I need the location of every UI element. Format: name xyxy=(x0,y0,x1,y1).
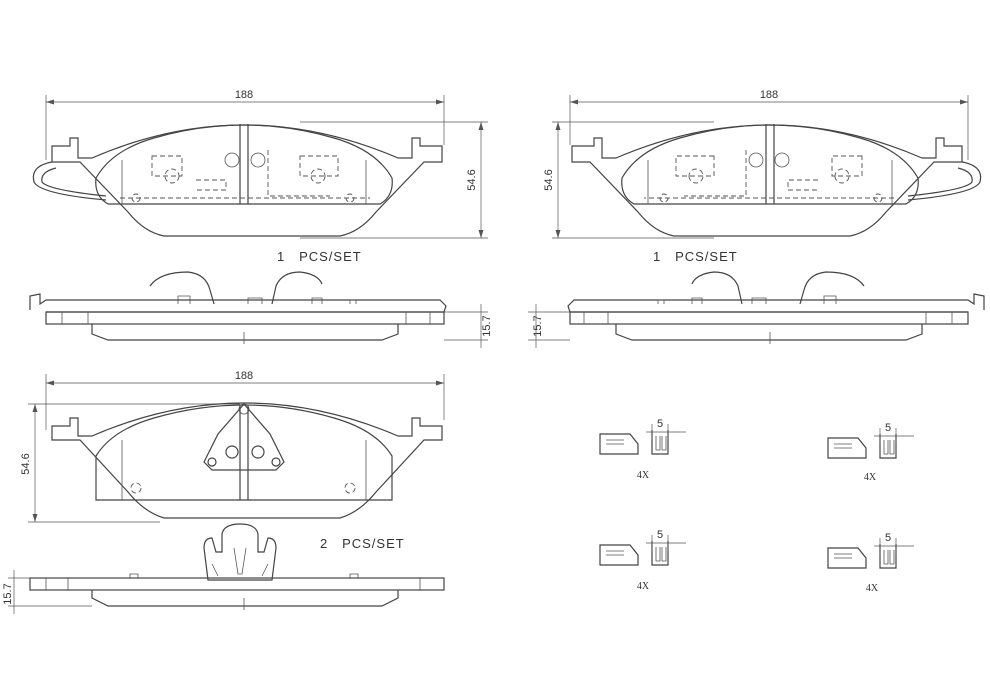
pad-c-front-view: 188 54.6 xyxy=(20,370,445,523)
pad-c-height-dimension: 54.6 xyxy=(20,453,32,474)
clip-3-count: 4X xyxy=(637,581,650,592)
pad-b-quantity: 1 PCS/SET xyxy=(653,249,738,264)
clip-2-count: 4X xyxy=(864,472,877,483)
pad-c-thickness-dimension: 15.7 xyxy=(2,583,14,604)
clip-1-gap-dimension: 5 xyxy=(657,418,663,430)
pad-a-height-dimension: 54.6 xyxy=(466,169,478,190)
clip-4-gap-dimension: 5 xyxy=(885,532,891,544)
clip-3 xyxy=(599,535,686,566)
clip-4-count: 4X xyxy=(866,583,879,594)
pad-c-quantity: 2 PCS/SET xyxy=(320,536,405,551)
pad-a-thickness-dimension: 15.7 xyxy=(481,315,493,336)
pad-c-width-dimension: 188 xyxy=(235,370,253,382)
pad-b-front-view xyxy=(552,95,982,239)
clip-2-gap-dimension: 5 xyxy=(885,422,891,434)
pad-c-side-view: 15.7 xyxy=(2,570,445,614)
pad-b-width-dimension: 188 xyxy=(760,89,778,101)
clip-4 xyxy=(827,538,914,569)
clip-3-gap-dimension: 5 xyxy=(657,529,663,541)
clip-1 xyxy=(599,424,686,455)
pad-a-front-view: 188 54.6 xyxy=(32,89,488,239)
pad-b-height-dimension: 54.6 xyxy=(543,169,555,190)
pad-c-clip-part xyxy=(203,523,277,581)
pad-a-quantity: 1 PCS/SET xyxy=(277,249,362,264)
clip-1-count: 4X xyxy=(637,470,650,481)
pad-a-side-view: 15.7 xyxy=(29,271,493,348)
pad-b-side-view xyxy=(528,271,985,348)
pad-a-width-dimension: 188 xyxy=(235,89,253,101)
pad-b-thickness-dimension: 15.7 xyxy=(532,315,544,336)
clip-2 xyxy=(827,428,914,459)
